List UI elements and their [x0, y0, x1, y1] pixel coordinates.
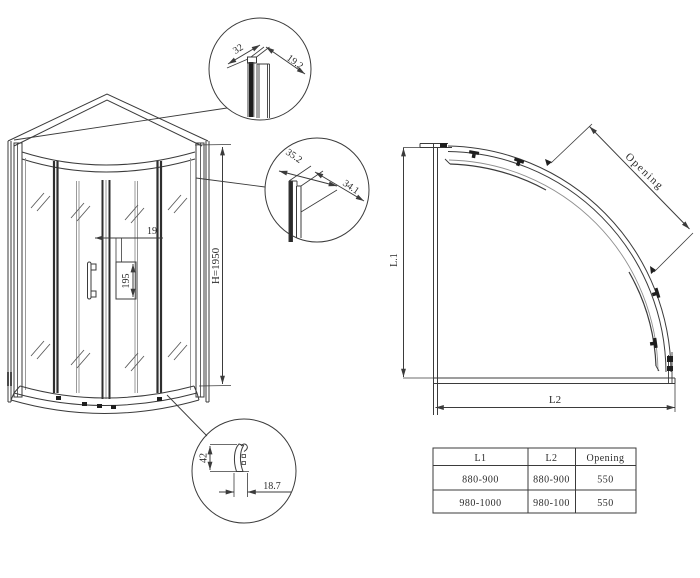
top-wall: [419, 143, 452, 148]
left-wall-profile: [7, 141, 12, 403]
dim-42-label: 42: [199, 453, 210, 463]
dim-19: [95, 235, 163, 262]
spec-table: [432, 447, 637, 514]
dim-42: [207, 444, 249, 472]
table-cell: 550: [597, 475, 614, 486]
dim-opening: [550, 123, 694, 273]
dim-l1-label: L.1: [389, 253, 400, 267]
left-post: [13, 142, 23, 398]
dim-l2: [435, 383, 676, 412]
right-wall-profile: [205, 141, 210, 403]
bottom-wall: [433, 377, 676, 384]
detail-bubble-bottom: [191, 418, 297, 524]
table-header-l2: L2: [545, 453, 557, 464]
door-arc-1: [449, 163, 547, 191]
dim-195: [115, 261, 137, 300]
table-header-opening: Opening: [587, 453, 625, 464]
dim-19-2-line: [265, 46, 306, 75]
dim-34-1-label: 34.1: [340, 178, 361, 197]
detail-circle: [191, 418, 297, 524]
table-cell: 880-900: [533, 475, 570, 486]
table-cell: 550: [597, 498, 614, 509]
glass-edges: [25, 158, 191, 399]
base-tray: [10, 385, 200, 414]
spec-table-text: L1 L2 Opening 880-900 880-900 550 980-10…: [459, 453, 624, 509]
dim-height: [194, 144, 232, 387]
top-track-arc: [21, 151, 196, 166]
table-cell: 980-100: [533, 498, 570, 509]
dim-35-2-line: [278, 170, 338, 187]
left-wall: [433, 143, 438, 415]
door-arc-2: [628, 271, 657, 367]
table-border: [432, 447, 637, 514]
table-cell: 980-1000: [459, 498, 501, 509]
dim-32-label: 32: [231, 42, 245, 57]
track-curve: [448, 159, 659, 372]
plan-view: [401, 123, 694, 415]
dim-opening-label: Opening: [623, 151, 666, 193]
detail-circle: [264, 137, 370, 243]
top-rim-outer: [7, 93, 209, 142]
front-elevation-view: [7, 93, 266, 437]
detail-bubble-middle: [264, 137, 370, 243]
leader-bottom-detail: [166, 394, 208, 437]
dim-32-line: [227, 44, 261, 65]
detail-circle: [208, 17, 312, 121]
table-header-l1: L1: [474, 453, 486, 464]
dim-35-2-label: 35.2: [283, 147, 304, 166]
leader-mid-detail: [195, 177, 266, 188]
fixed-stiles: [52, 161, 163, 393]
door-handle: [87, 261, 97, 300]
outer-curve: [447, 145, 672, 373]
leader-top-detail: [13, 107, 228, 141]
dim-19-2-label: 19.2: [284, 53, 305, 72]
dim-195-label: 195: [121, 274, 132, 289]
top-rim-inner: [13, 99, 203, 147]
base-feet: [56, 396, 162, 409]
dim-19-label: 19: [147, 226, 157, 237]
dim-height-label: H=1950: [210, 247, 222, 284]
detail-bubble-top: [208, 17, 312, 121]
table-cell: 880-900: [462, 475, 499, 486]
glass-hatching: [30, 192, 188, 372]
door-stiles: [101, 180, 111, 399]
dim-l2-label: L2: [549, 394, 561, 406]
dim-l1: [401, 147, 445, 379]
dim-18-7: [219, 473, 291, 497]
right-post: [195, 142, 205, 398]
dim-34-1-line: [314, 171, 365, 202]
dim-18-7-label: 18.7: [263, 481, 281, 492]
rollers: [468, 150, 673, 371]
